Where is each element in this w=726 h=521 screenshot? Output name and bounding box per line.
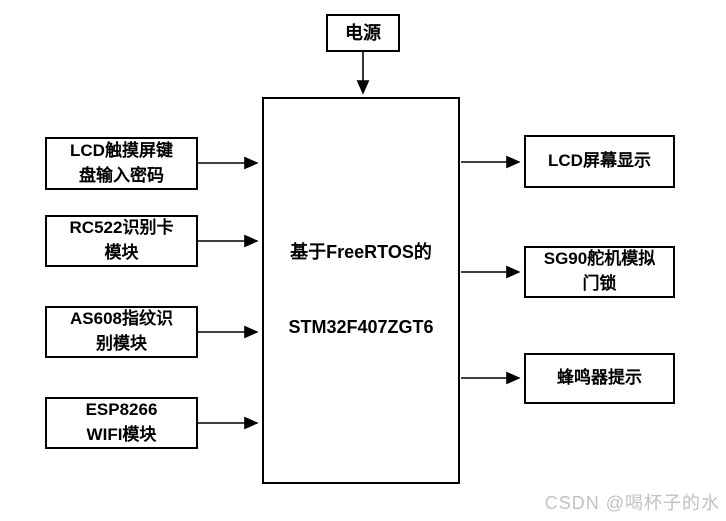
node-lcd-keypad: LCD触摸屏键 盘输入密码: [45, 137, 198, 190]
node-rc522: RC522识别卡 模块: [45, 215, 198, 267]
node-sg90-lock-label: SG90舵机模拟 门锁: [543, 249, 656, 293]
node-lcd-display-label: LCD屏幕显示: [548, 151, 651, 171]
node-power-label: 电源: [345, 22, 381, 43]
node-mcu-label-line1: 基于FreeRTOS的: [290, 241, 432, 262]
node-mcu-label-line2: STM32F407ZGT6: [288, 317, 434, 338]
node-sg90-lock: SG90舵机模拟 门锁: [524, 246, 675, 298]
node-buzzer: 蜂鸣器提示: [524, 353, 675, 404]
node-lcd-keypad-label: LCD触摸屏键 盘输入密码: [70, 140, 173, 185]
node-esp8266-label: ESP8266 WIFI模块: [85, 400, 158, 444]
node-rc522-label: RC522识别卡 模块: [69, 218, 174, 262]
node-buzzer-label: 蜂鸣器提示: [557, 368, 642, 388]
node-mcu: 基于FreeRTOS的 STM32F407ZGT6: [262, 97, 460, 484]
csdn-watermark: CSDN @喝杯子的水: [544, 493, 720, 513]
node-as608-label: AS608指纹识 别模块: [70, 309, 173, 353]
node-lcd-display: LCD屏幕显示: [524, 135, 675, 188]
node-power: 电源: [326, 14, 400, 52]
node-esp8266: ESP8266 WIFI模块: [45, 397, 198, 449]
node-as608: AS608指纹识 别模块: [45, 306, 198, 358]
node-mcu-label: 基于FreeRTOS的 STM32F407ZGT6: [288, 196, 433, 385]
